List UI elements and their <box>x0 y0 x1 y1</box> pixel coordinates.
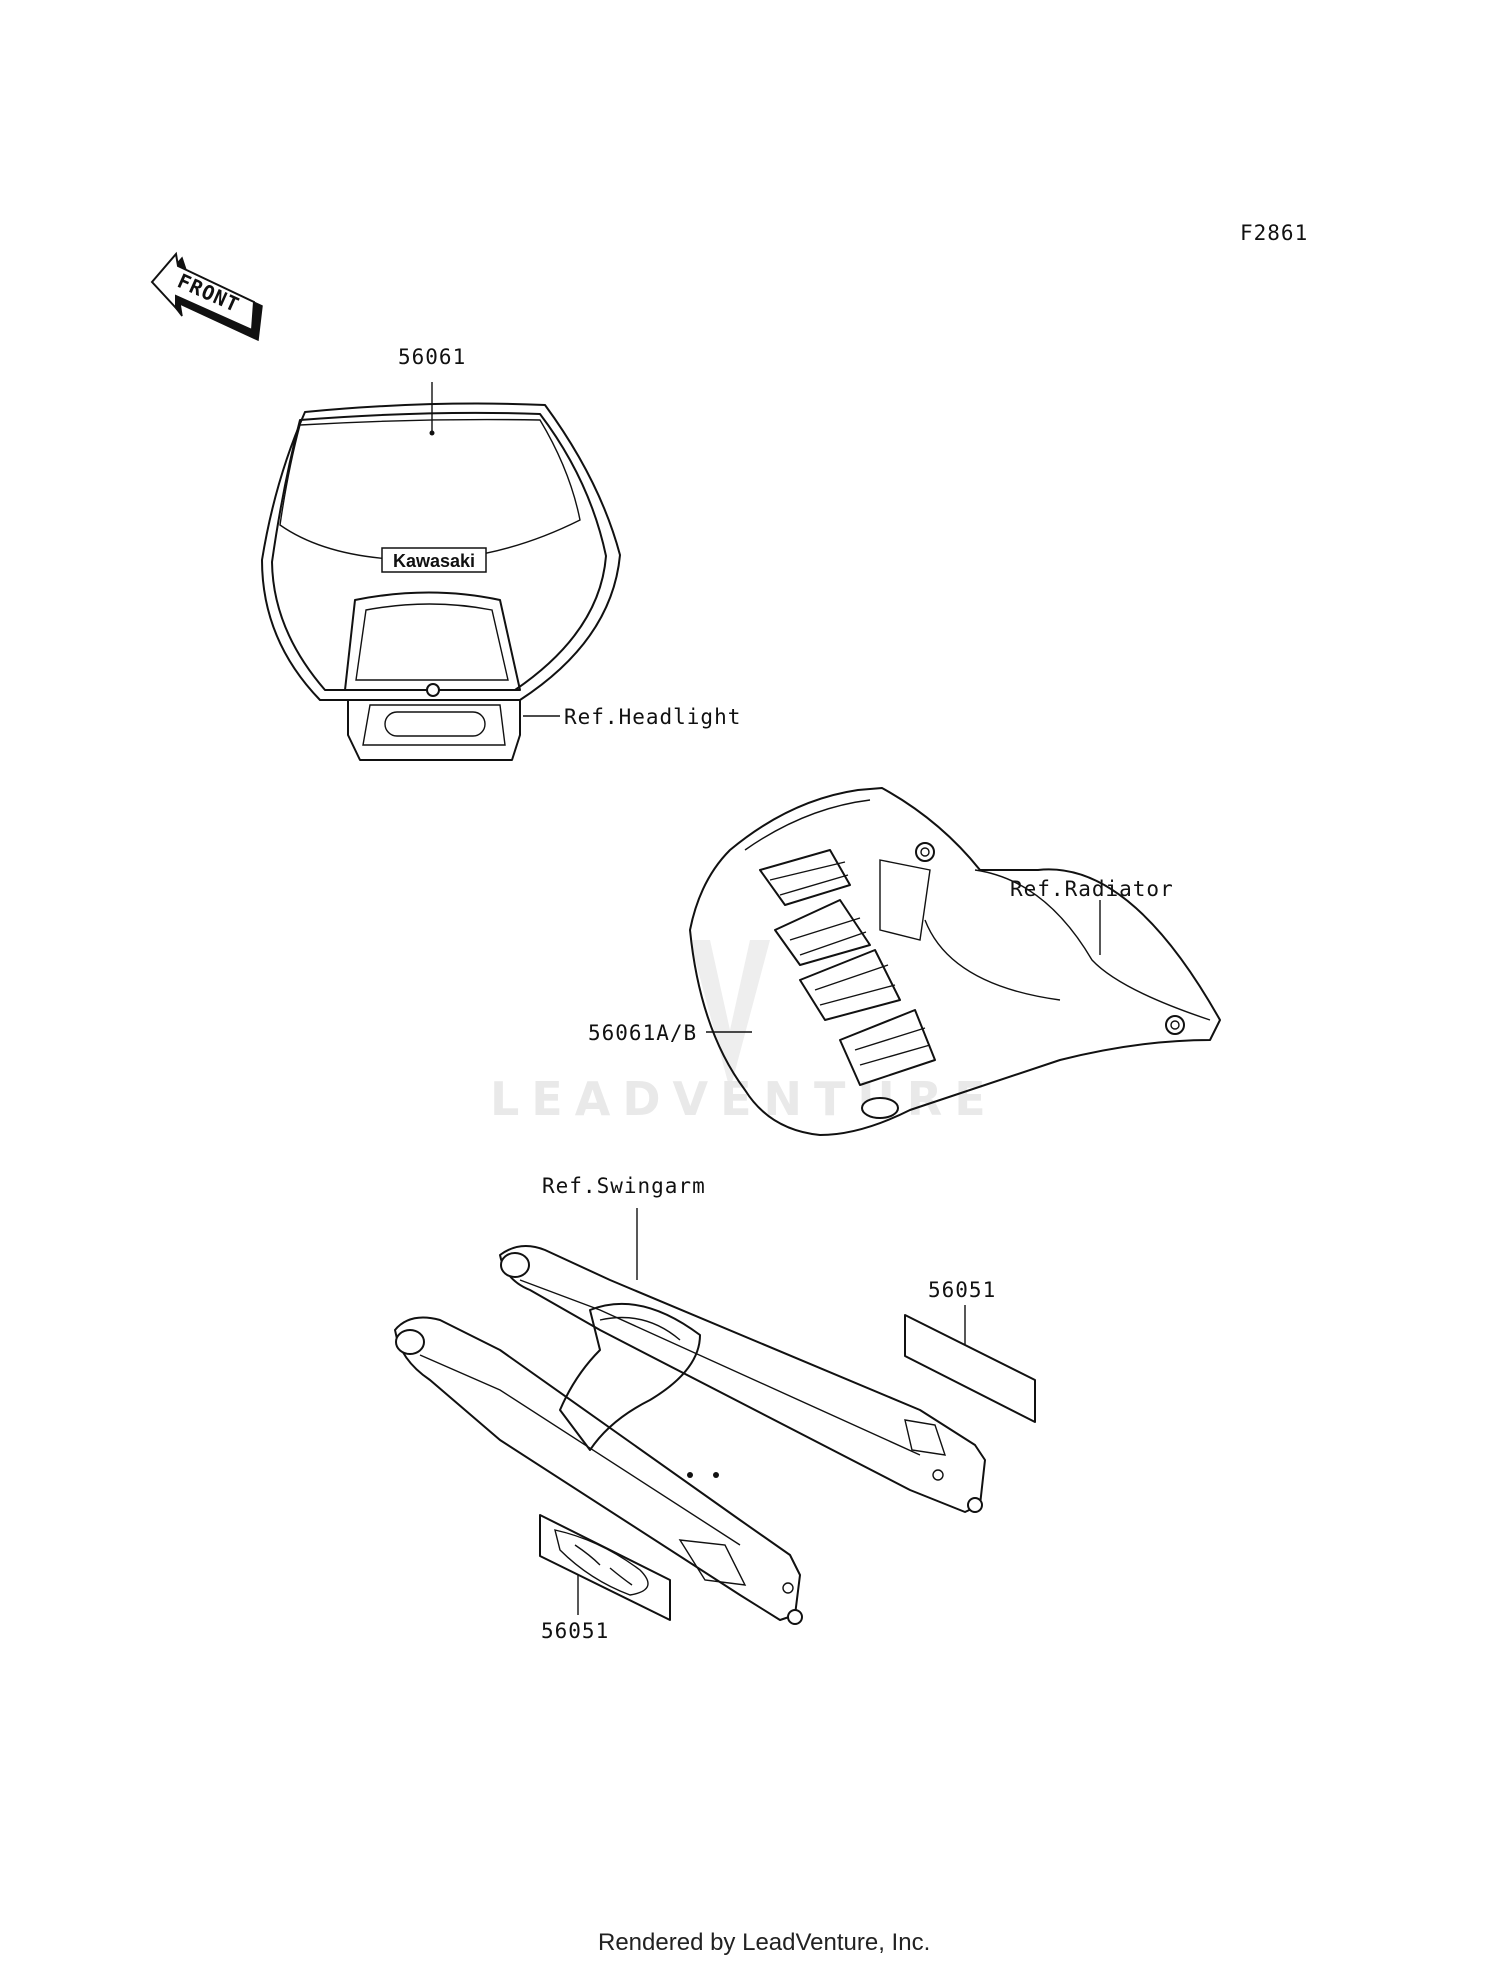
watermark-text: LEADVENTURE <box>490 1072 998 1126</box>
callout-ref-headlight: Ref.Headlight <box>564 705 741 729</box>
callout-swingarm-part-left: 56051 <box>541 1619 609 1643</box>
kawasaki-logo: Kawasaki <box>393 551 475 571</box>
callout-radiator-part: 56061A/B <box>588 1021 697 1045</box>
callout-ref-swingarm: Ref.Swingarm <box>542 1174 706 1198</box>
footer-credit: Rendered by LeadVenture, Inc. <box>598 1929 930 1956</box>
swingarm-decal-right <box>904 1314 1036 1423</box>
watermark: LEADVENTURE <box>490 940 998 1126</box>
callout-headlight-part: 56061 <box>398 345 466 369</box>
swingarm <box>394 1245 986 1625</box>
radiator-shroud <box>689 787 1221 1136</box>
front-arrow-icon: FRONT <box>150 251 263 342</box>
callout-ref-radiator: Ref.Radiator <box>1010 877 1174 901</box>
figure-code: F2861 <box>1240 221 1308 245</box>
headlight-assembly: Kawasaki <box>261 402 621 761</box>
swingarm-decal-left <box>539 1514 671 1621</box>
callout-swingarm-part-right: 56051 <box>928 1278 996 1302</box>
